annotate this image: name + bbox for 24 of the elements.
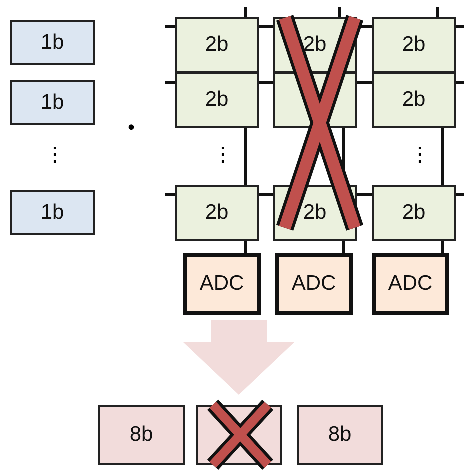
bit-cell: 1b (10, 190, 95, 235)
ellipsis: ⋮ (410, 145, 430, 165)
bit-cell: 1b (10, 80, 95, 125)
memory-cell: 2b (372, 17, 456, 73)
output-block: 8b (297, 405, 383, 465)
multiply-dot: • (128, 118, 136, 138)
memory-cell: 2b (175, 17, 259, 73)
wire (342, 241, 346, 253)
adc-block: ADC (275, 253, 353, 315)
wire (442, 128, 444, 185)
bit-cell: 1b (10, 20, 95, 65)
wire (244, 128, 248, 185)
block-arrow (183, 320, 295, 395)
memory-cell: 2b (175, 185, 259, 241)
memory-cell: 2b (372, 185, 456, 241)
adc-block: ADC (372, 253, 449, 315)
adc-block: ADC (183, 253, 261, 315)
output-block: 8b (98, 405, 185, 465)
ellipsis: ⋮ (213, 145, 233, 165)
memory-cell: 2b (372, 72, 456, 128)
ellipsis: ⋮ (45, 145, 65, 165)
wire (244, 241, 248, 253)
wire (442, 241, 444, 253)
memory-cell: 2b (175, 72, 259, 128)
